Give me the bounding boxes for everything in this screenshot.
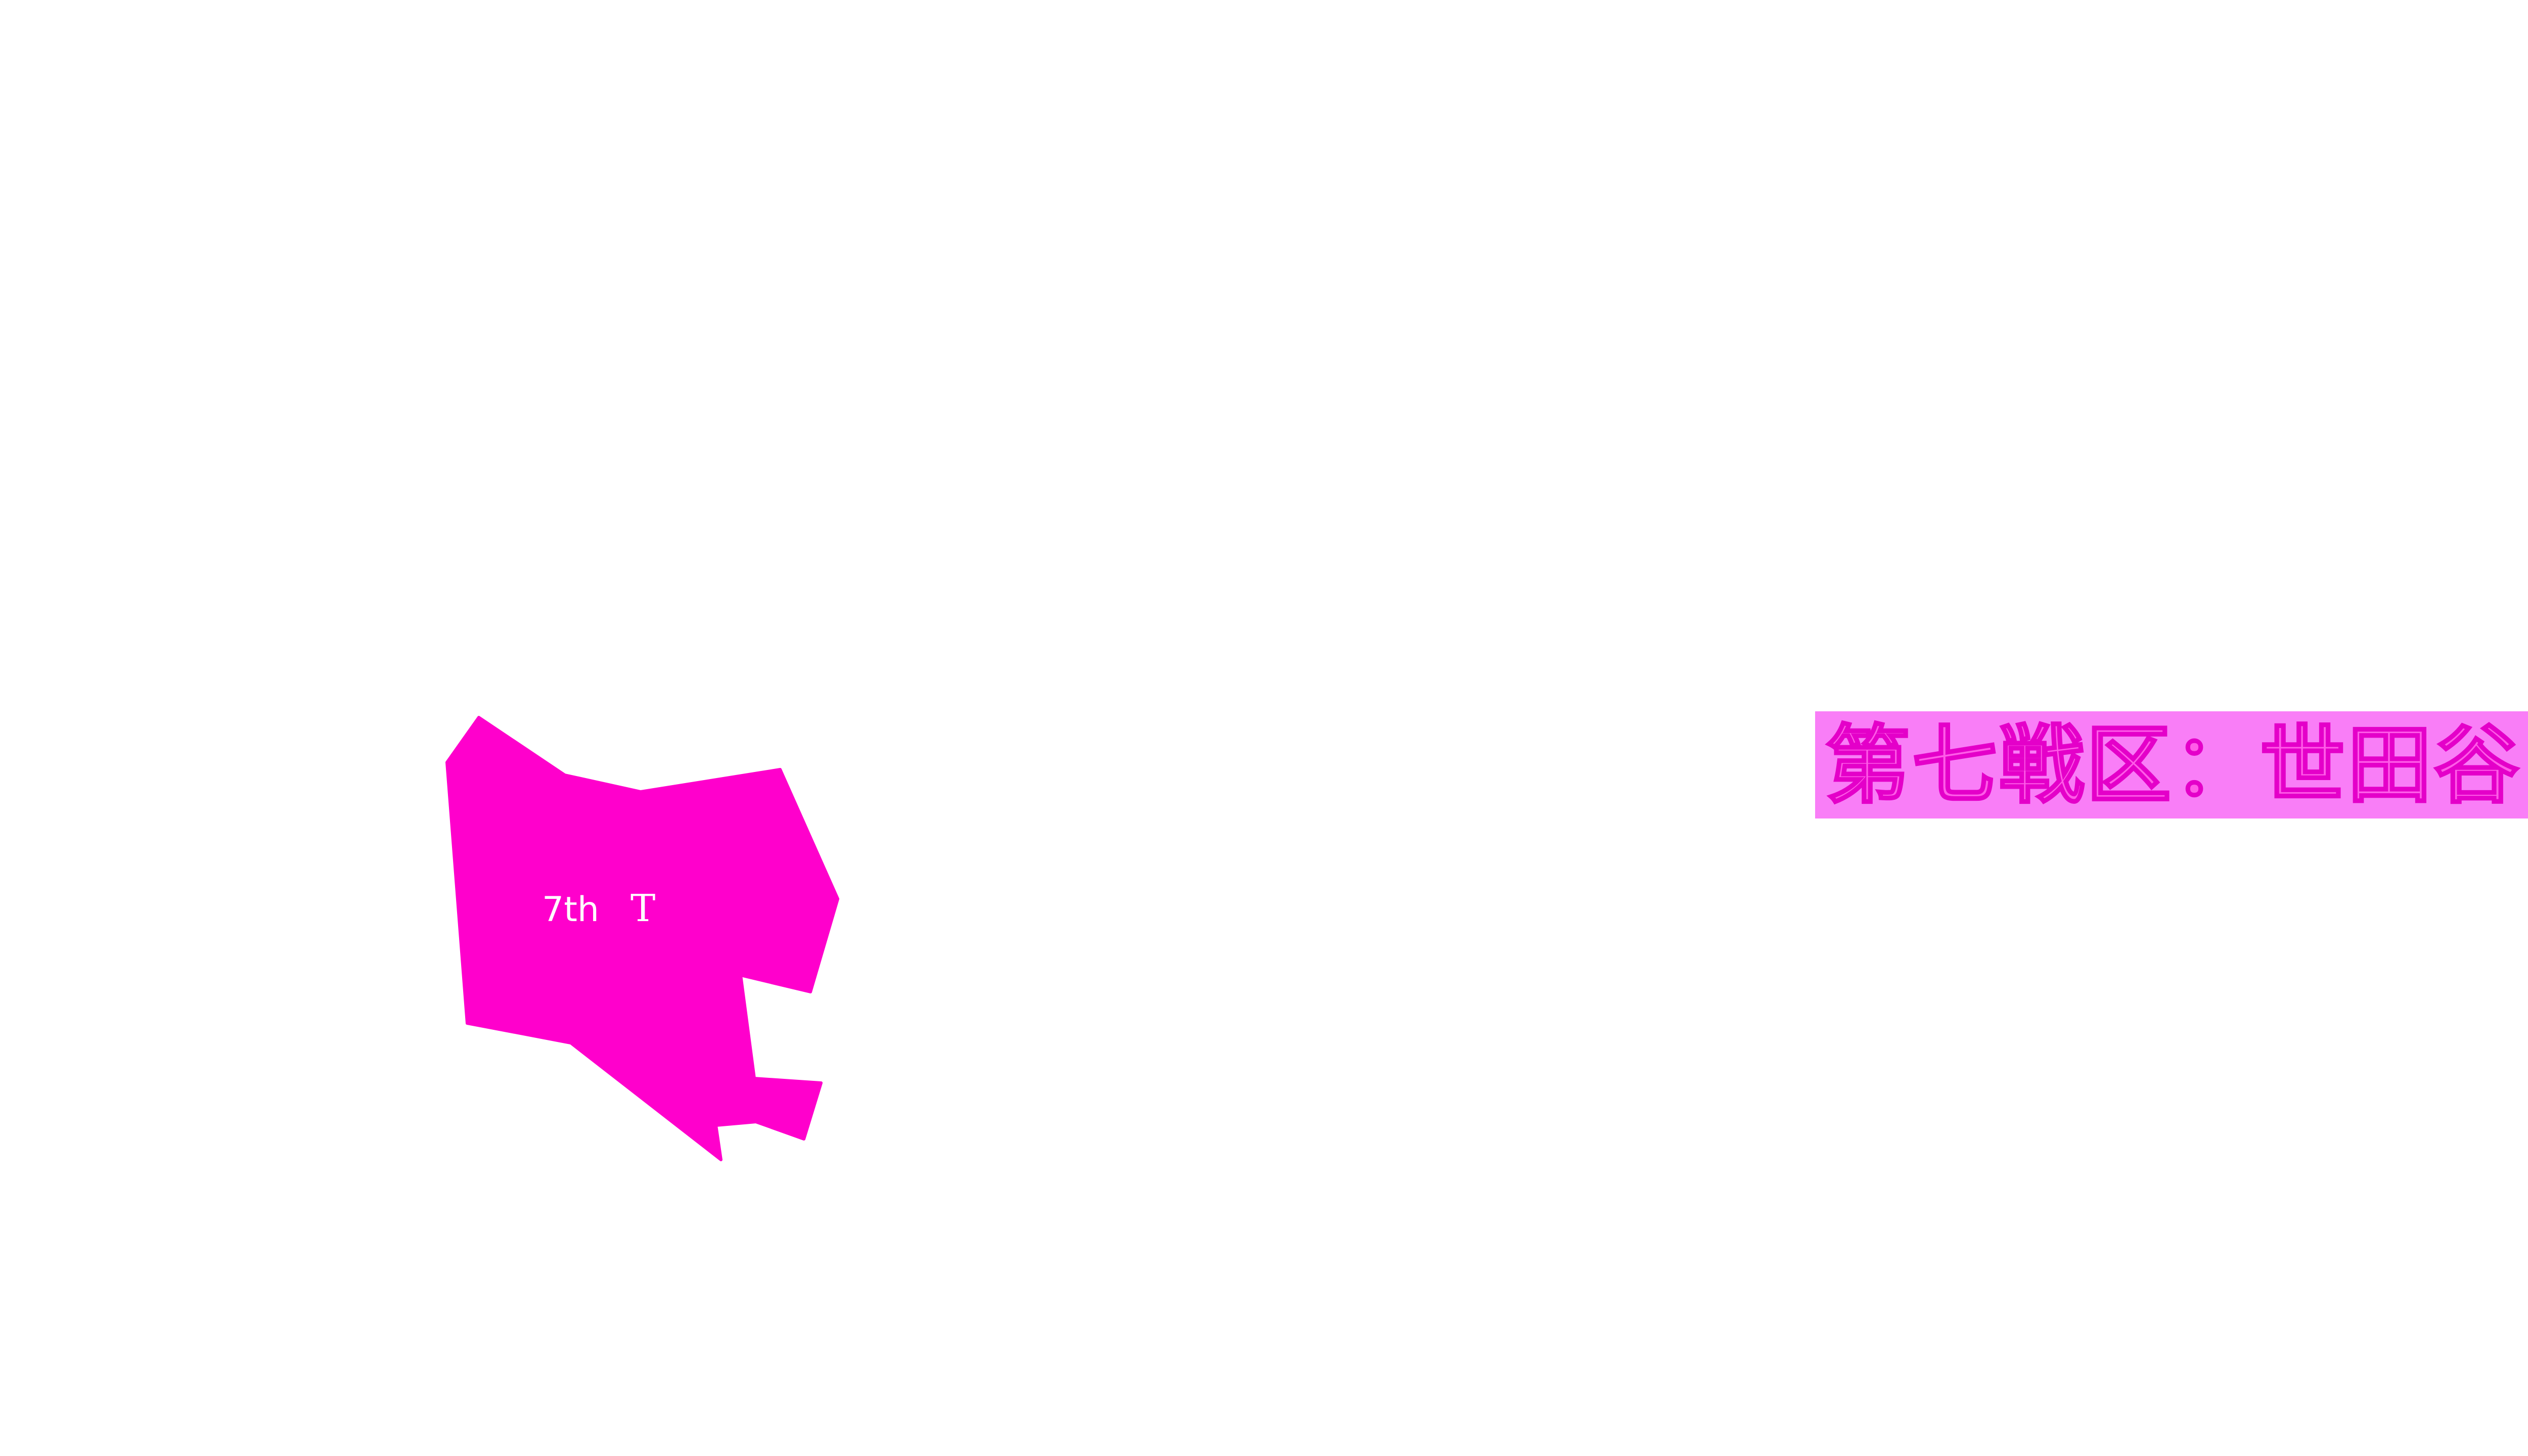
district-title-banner: 第七戦区：世田谷 <box>1815 711 2528 818</box>
district-territory-setagaya[interactable] <box>445 716 839 1161</box>
district-rank-label: 7th <box>542 890 599 930</box>
district-initial-label: T <box>630 887 655 930</box>
district-title: 第七戦区：世田谷 <box>1824 715 2521 815</box>
